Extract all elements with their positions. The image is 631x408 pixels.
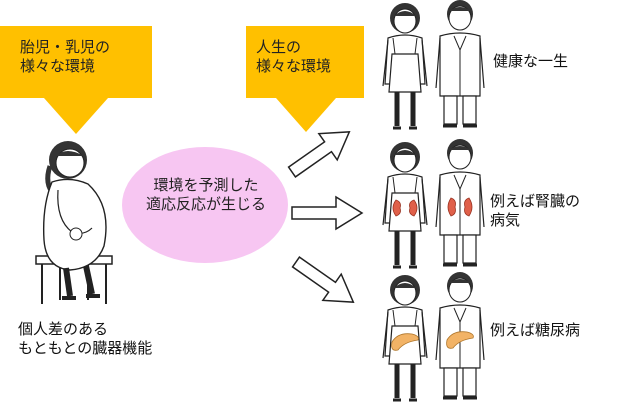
couple-diabetes: [383, 270, 486, 400]
outcome-kidney-label: 例えば腎臓の 病気: [490, 192, 581, 229]
woman-figure: [383, 3, 427, 128]
outcome-diabetes-label: 例えば糖尿病: [490, 321, 581, 339]
center-bubble: [122, 147, 288, 263]
pregnant-woman-figure: [35, 141, 113, 304]
arrow-up-right: [282, 117, 360, 186]
outcome-healthy-label: 健康な一生: [493, 52, 569, 70]
fetal-env-arrow: [44, 98, 108, 134]
kidney-icon: [392, 197, 473, 217]
man-figure: [434, 0, 486, 128]
couple-kidney: [383, 137, 486, 267]
arrow-right: [291, 196, 363, 230]
life-env-callout: [246, 26, 364, 132]
organ-function-caption: 個人差のある もともとの臓器機能: [18, 320, 153, 357]
life-env-label: 人生の 様々な環境: [256, 38, 332, 75]
man-figure: [434, 137, 486, 267]
fetal-env-callout: [0, 26, 152, 134]
life-env-arrow: [276, 98, 336, 132]
life-env-box: [246, 26, 364, 98]
center-bubble-label: 環境を予測した 適応反応が生じる: [145, 176, 266, 213]
woman-figure: [383, 142, 427, 267]
arrow-down-right: [286, 248, 364, 317]
fetal-env-box: [0, 26, 152, 98]
pancreas-icon: [391, 331, 474, 351]
couple-healthy: [383, 0, 486, 128]
fetal-env-label: 胎児・乳児の 様々な環境: [20, 38, 111, 75]
